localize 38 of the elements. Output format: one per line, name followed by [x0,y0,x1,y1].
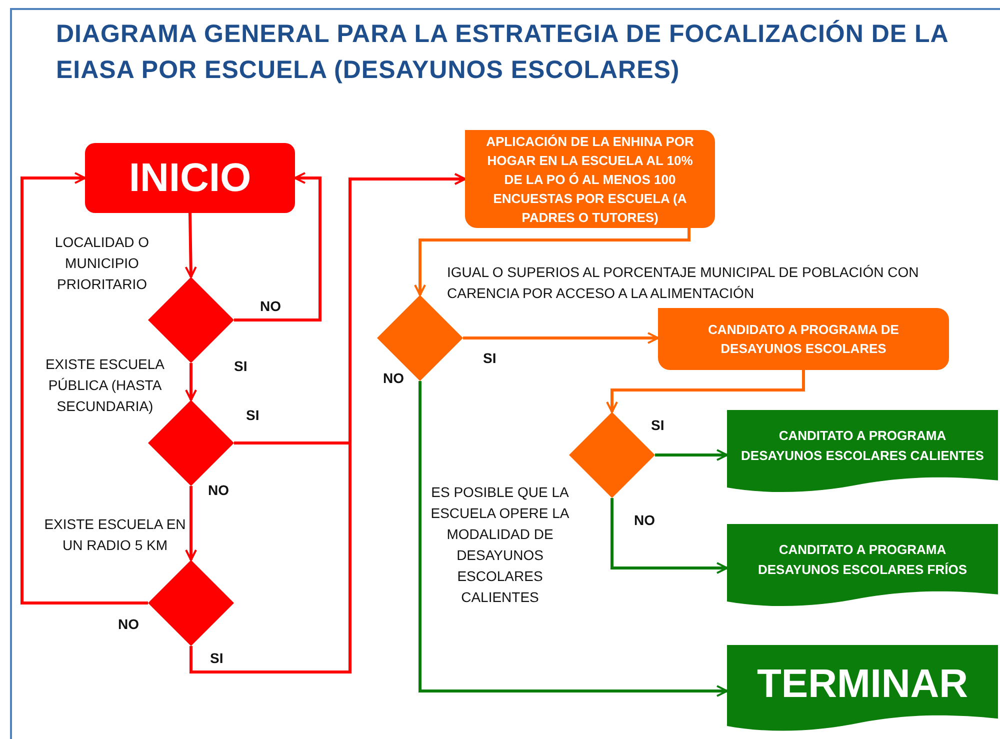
process-box [658,308,949,370]
edge-label: NO [206,482,231,498]
arrow [20,172,148,604]
arrow [184,212,197,278]
arrow [610,498,728,574]
diagram-title: DIAGRAMA GENERAL PARA LA ESTRATEGIA DE FOCALIZACIÓN DE LA EIASA POR ESCUELA (DESAYUNOS ESCOLARES) [56,18,949,86]
condition-text: EXISTE ESCUELA EN UN RADIO 5 KM [43,515,187,555]
node-label: TERMINAR [756,662,968,706]
condition-text: LOCALIDAD O MUNICIPIO PRIORITARIO [54,233,150,294]
edge-label: SI [208,650,226,666]
decision-diamond [148,560,234,646]
edge-label: NO [632,512,657,528]
edge-label: SI [232,358,250,374]
process-box [465,130,715,228]
edge-label: NO [381,370,406,386]
edge-label: SI [244,407,262,423]
arrow [190,173,466,674]
arrow [418,381,728,697]
arrow [234,172,322,322]
arrow [185,486,197,561]
start-box [85,143,295,213]
condition-text: EXISTE ESCUELA PÚBLICA (HASTA SECUNDARIA) [44,355,166,416]
edge-label: NO [258,298,283,314]
condition-text: IGUAL O SUPERIOS AL PORCENTAJE MUNICIPAL DE POBLACIÓN CON CARENCIA POR ACCESO A LA ALIMENTACIÓN [447,263,920,303]
edge-label: SI [481,350,498,366]
arrow [655,449,728,461]
node-label: APLICACIÓN DE LA ENHINA POR HOGAR EN LA ESCUELA AL 10% DE LA PO Ó AL MENOS 100 ENCUESTAS POR ESCUELA (A PADRES O TUTORES) [485,132,695,226]
node-label: CANDITATO A PROGRAMA DESAYUNOS ESCOLARES CALIENTES [740,427,985,465]
edge-label: SI [649,417,666,433]
node-label: CANDITATO A PROGRAMA DESAYUNOS ESCOLARES FRÍOS [756,541,968,579]
arrow [606,370,805,413]
edge-label: NO [116,616,141,632]
condition-text: ES POSIBLE QUE LA ESCUELA OPERE LA MODALIDAD DE DESAYUNOS ESCOLARES CALIENTES [430,483,570,607]
arrow [185,363,197,401]
arrow [463,332,659,344]
node-label: INICIO [128,156,252,200]
node-label: CANDIDATO A PROGRAMA DE DESAYUNOS ESCOLARES [707,321,900,358]
arrow [414,228,690,296]
